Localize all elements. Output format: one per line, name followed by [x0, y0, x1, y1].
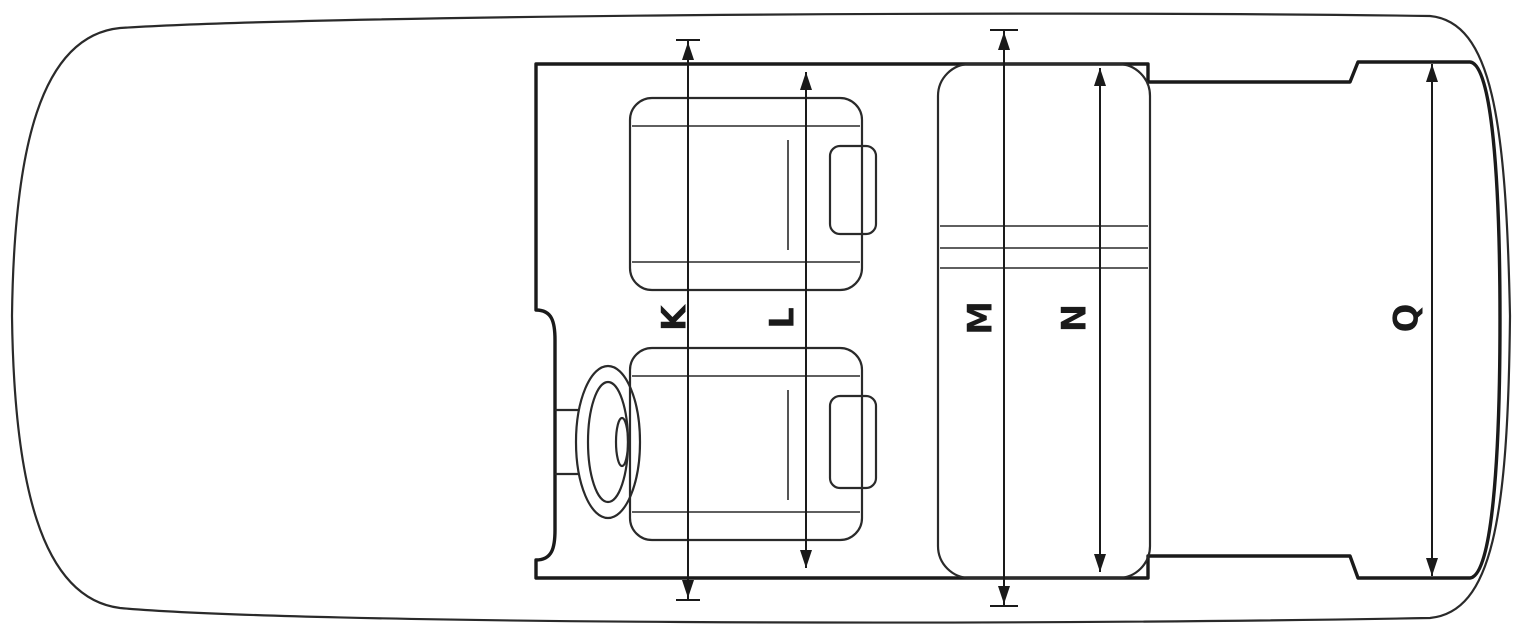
driver-headrest	[828, 394, 878, 490]
dimension-label-q: Q	[1387, 304, 1427, 333]
dimension-l	[800, 72, 812, 568]
driver-seat	[628, 346, 878, 542]
cabin-floor-outline	[534, 60, 1502, 580]
dimension-m	[990, 29, 1018, 607]
dimension-label-m: M	[961, 301, 1001, 335]
dimension-q	[1426, 64, 1438, 576]
dimension-label-n: N	[1055, 304, 1095, 332]
dimension-label-l: L	[763, 307, 803, 329]
front-passenger-seat	[628, 96, 878, 292]
rear-bench-seat	[936, 62, 1152, 580]
steering-wheel	[554, 364, 642, 520]
dimension-n	[1094, 68, 1106, 572]
passenger-headrest	[828, 144, 878, 236]
dimension-k	[676, 39, 700, 601]
car-body-outline	[10, 12, 1512, 624]
dimension-label-k: K	[655, 303, 695, 331]
